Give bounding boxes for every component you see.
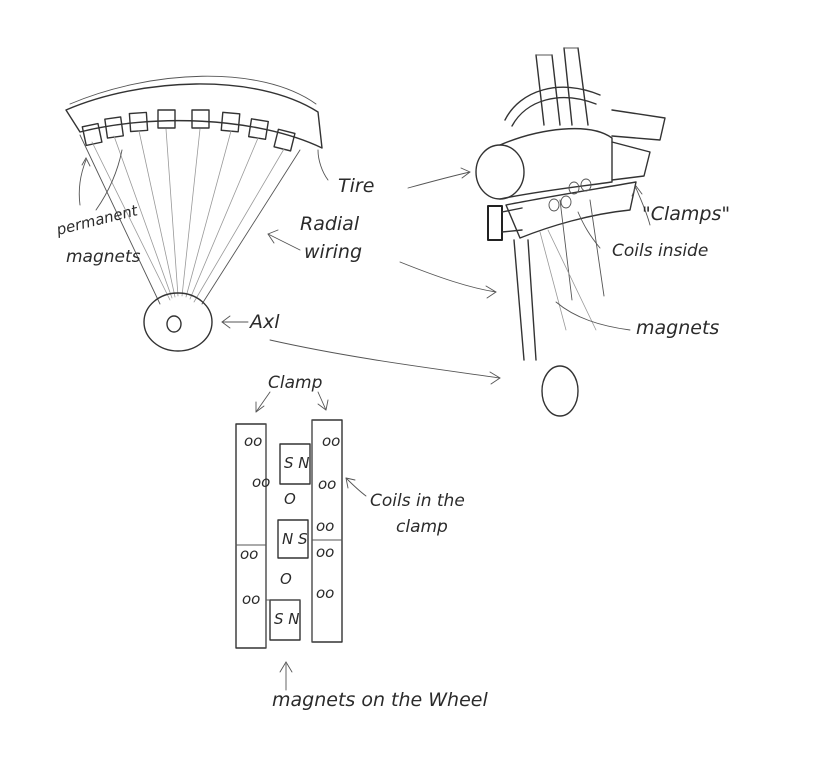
- label-magnets-on-the-wheel: magnets on the Wheel: [272, 689, 488, 711]
- coil-pair: oo: [316, 584, 334, 602]
- coil-pair: oo: [316, 543, 334, 561]
- label-coils-in-the-clamp-line1: Coils in the: [370, 491, 465, 511]
- clamp-strip-marks: oo oo oo oo oo oo oo oo oo S N N S S N O…: [240, 432, 340, 628]
- left-clamp-strip: [235, 423, 267, 649]
- magnet-sn-top: [279, 443, 311, 485]
- label-tire: Tire: [338, 175, 374, 197]
- axle-mark: O: [284, 490, 296, 508]
- axle-3d: [541, 365, 579, 417]
- magnet-sn-label: S N: [274, 610, 300, 628]
- coil-pair: oo: [242, 590, 260, 608]
- label-coils-in-the-clamp-line2: clamp: [396, 517, 448, 537]
- right-leader-arrows: [555, 185, 651, 331]
- coil-pair: oo: [316, 517, 334, 535]
- coil-pair: oo: [322, 432, 340, 450]
- magnet-ns: [277, 519, 309, 559]
- wheel-sector-sketch: [65, 75, 323, 352]
- label-radial-wiring-line1: Radial: [300, 213, 360, 235]
- axle-hub: [143, 292, 213, 352]
- coil-pair: oo: [318, 475, 336, 493]
- clamp-strip-diagram: [235, 419, 343, 649]
- bottom-leader-arrows: [255, 391, 367, 691]
- permanent-magnet-blocks: [81, 109, 296, 152]
- label-radial-wiring-line2: wiring: [304, 241, 362, 263]
- magnet-ns-label: N S: [282, 530, 308, 548]
- label-permanent-magnets-line2: magnets: [66, 247, 141, 267]
- coil-pair: oo: [244, 432, 262, 450]
- label-magnets-right: magnets: [636, 317, 719, 339]
- label-permanent-magnets-line1: permanent: [54, 201, 141, 239]
- left-leader-arrows: [78, 149, 329, 329]
- coil-pair: oo: [240, 545, 258, 563]
- label-clamp: Clamp: [268, 373, 323, 393]
- magnet-sn-label: S N: [284, 454, 310, 472]
- axle-mark: O: [280, 570, 292, 588]
- label-clamps: "Clamps": [642, 203, 730, 225]
- coil-pair: oo: [252, 473, 270, 491]
- label-axl: Axl: [248, 311, 280, 333]
- label-coils-inside: Coils inside: [612, 241, 708, 261]
- wheel-3d-sketch: [475, 47, 666, 417]
- cross-arrows: [269, 167, 501, 385]
- radial-wires: [79, 128, 301, 305]
